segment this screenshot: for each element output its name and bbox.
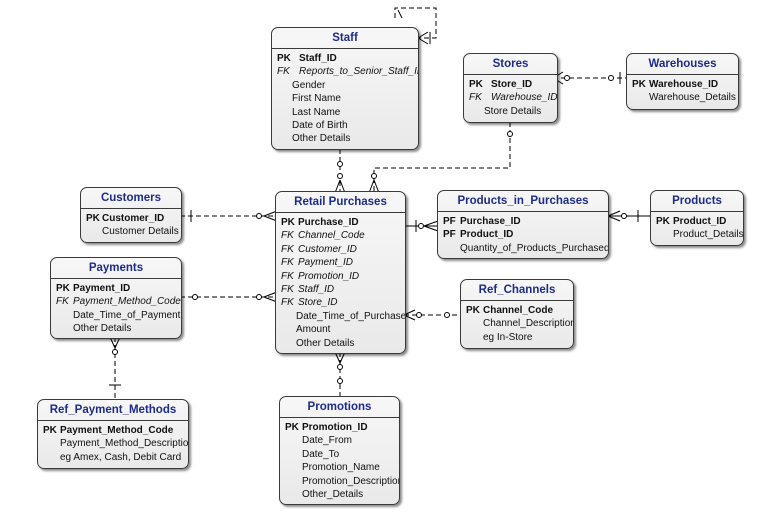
attribute-row: Date of Birth (292, 119, 348, 131)
rel-ref-channels-retail-purchases (403, 309, 461, 321)
attribute-row: Other Details (292, 133, 351, 145)
attribute-row: Payment_Method_Description (60, 438, 189, 450)
attribute-row: Warehouse_Details (649, 92, 736, 104)
attribute-row: Amount (296, 324, 331, 336)
rel-staff-reports-to (394, 7, 437, 39)
entity-title: Promotions (280, 397, 399, 418)
entity-title: Ref_Channels (461, 280, 573, 301)
attribute-row: Product_Details (673, 229, 744, 241)
attribute-row: Quantity_of_Products_Purchased (460, 242, 609, 254)
rel-ref-payment-methods-payments (109, 336, 121, 398)
rel-customers-retail-purchases (180, 210, 278, 222)
attribute-row: Customer Details (102, 226, 179, 238)
entity-title: Payments (51, 258, 181, 279)
rel-retail-purchases-products-in-purchases (404, 220, 439, 232)
attribute-row: Other Details (73, 323, 132, 335)
rel-promotions-retail-purchases (334, 351, 346, 396)
attribute-row: Gender (292, 79, 326, 91)
entity-title: Customers (81, 188, 181, 209)
attribute-row: Date_To (302, 448, 340, 460)
entity-title: Ref_Payment_Methods (38, 400, 188, 421)
rel-staff-retail-purchases (334, 149, 346, 194)
entity-title: Staff (272, 28, 418, 49)
attribute-row: Channel_Description (483, 318, 574, 330)
attribute-row: eg Amex, Cash, Debit Card (60, 451, 182, 463)
attribute-row: Other_Details (302, 488, 364, 500)
attribute-row: Date_Time_of_Payment (73, 309, 181, 321)
attribute-row: Store Details (484, 105, 542, 117)
attribute-row: Date_Time_of_Purchase (296, 310, 406, 322)
entity-title: Products_in_Purchases (438, 191, 608, 212)
attribute-row: Promotion_Description (302, 475, 400, 487)
entity-title: Stores (464, 54, 557, 75)
rel-stores-retail-purchases (368, 122, 513, 194)
attribute-row: Promotion_Name (302, 462, 380, 474)
rel-staff-reports-to-ends (397, 9, 431, 45)
attribute-row: First Name (292, 93, 341, 105)
attribute-row: Date_From (302, 435, 353, 447)
entity-title: Products (651, 191, 743, 212)
rel-payments-retail-purchases (180, 291, 278, 303)
entity-title: Warehouses (627, 54, 738, 75)
attribute-row: Other Details (296, 337, 355, 349)
rel-stores-warehouses (552, 71, 627, 85)
rel-products-products-in-purchases (607, 210, 651, 222)
entity-title: Retail Purchases (276, 192, 405, 213)
attribute-row: Last Name (292, 106, 341, 118)
attribute-row: eg In-Store (483, 331, 533, 343)
